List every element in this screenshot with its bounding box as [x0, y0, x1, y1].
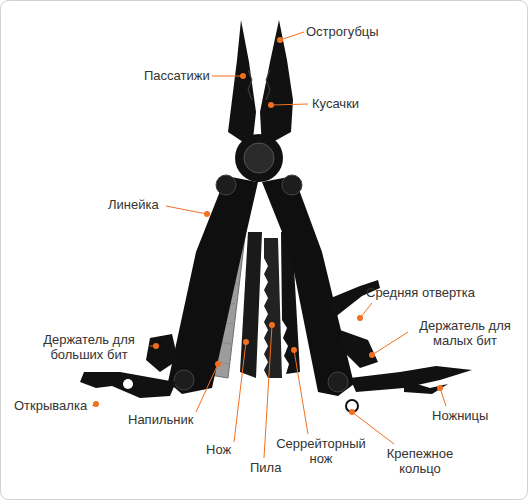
tool-label: Пила: [250, 460, 281, 475]
plier-jaw: [260, 20, 293, 148]
tool-label: Линейка: [108, 197, 159, 212]
tool-label: Держатель для больших бит: [30, 332, 148, 362]
multitool: [80, 20, 472, 412]
tool-label: Средняя отвертка: [366, 285, 475, 300]
plier-jaw: [228, 20, 256, 148]
right-handle: [262, 176, 354, 396]
leader-lines: [92, 32, 446, 458]
tool-label: Крепежное кольцо: [378, 446, 462, 476]
tool-label: Пассатижи: [144, 68, 210, 83]
tool-label: Открывалка: [14, 398, 87, 413]
handle-pivot: [282, 175, 302, 195]
small-bit-holder: [340, 330, 378, 368]
tool-label: Напильник: [128, 412, 193, 427]
handle-pivot: [216, 175, 236, 195]
opener-hole: [123, 379, 133, 389]
bottle-opener: [80, 372, 176, 398]
pivot: [235, 134, 283, 182]
tool-label: Серрейторный нож: [272, 436, 370, 466]
tool-label: Нож: [206, 442, 231, 457]
tool-label: Кусачки: [312, 96, 359, 111]
saw-blade: [264, 238, 282, 378]
large-bit-holder: [146, 334, 178, 372]
jaw-teeth: [248, 70, 252, 100]
handle-pivot: [174, 370, 194, 390]
jaw-teeth: [266, 70, 270, 100]
pivot-cap: [244, 143, 274, 173]
handle-pivot: [328, 372, 348, 392]
tool-label: Острогубцы: [306, 24, 379, 39]
tool-label: Держатель для малых бит: [410, 318, 520, 348]
leader-dots: [93, 37, 443, 415]
knife-blade: [240, 232, 262, 378]
tool-label: Ножницы: [432, 408, 488, 423]
